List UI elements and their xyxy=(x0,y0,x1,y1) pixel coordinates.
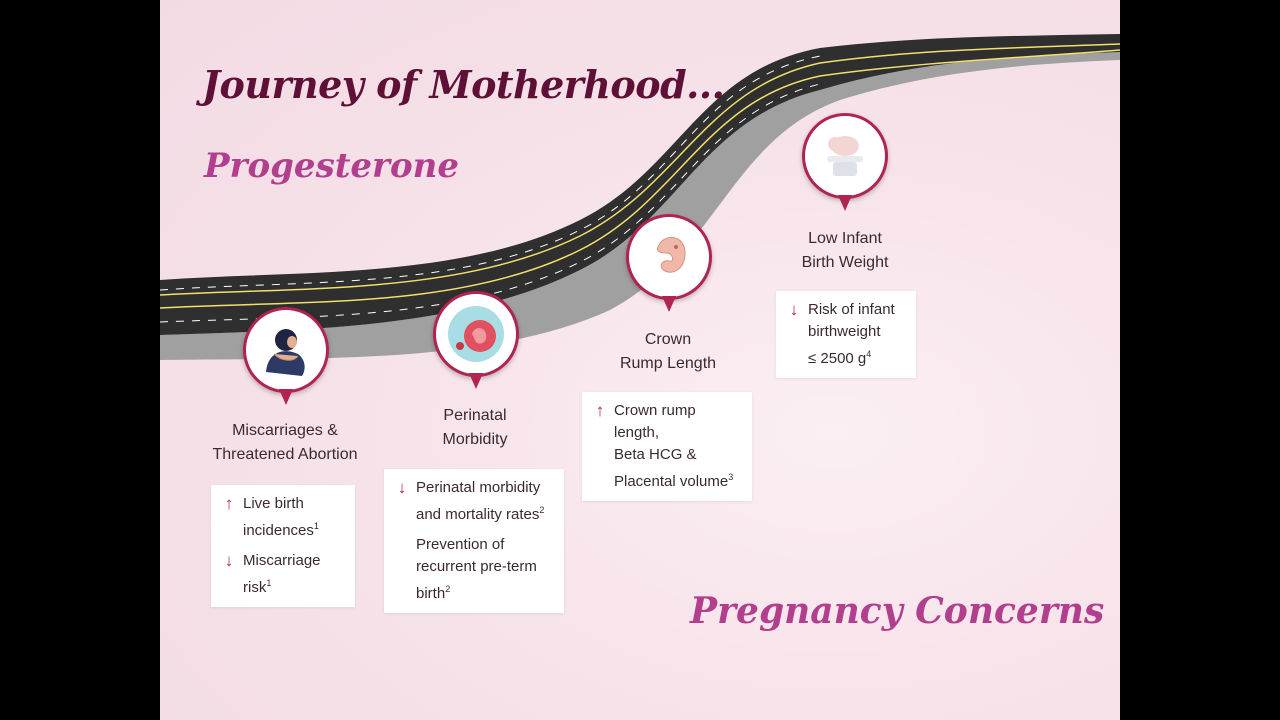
info-text: Prevention of recurrent pre-term birth2 xyxy=(416,536,537,602)
info-text: Perinatal morbidity and mortality rates2 xyxy=(416,479,545,523)
arrow-down-icon: ↓ xyxy=(224,551,234,570)
arrow-up-icon: ↑ xyxy=(224,494,234,513)
label-line: Low Infant xyxy=(808,230,882,247)
label-line: Miscarriages & xyxy=(232,422,338,439)
milestone-pin-perinatal xyxy=(433,291,519,391)
info-box-miscarriage: ↑ Live birth incidences1 ↓ Miscarriage r… xyxy=(211,485,355,607)
slide-title: Journey of Motherhood... xyxy=(202,62,725,107)
milestone-pin-crown-rump xyxy=(626,214,712,314)
slide: Journey of Motherhood... Progesterone Mi… xyxy=(160,0,1120,720)
info-row: ↓ Perinatal morbidity and mortality rate… xyxy=(394,477,554,526)
info-row: ↓ Risk of infant birthweight ≤ 2500 g4 xyxy=(786,299,906,370)
label-line: Perinatal xyxy=(443,407,507,424)
info-row: ↓ Miscarriage risk1 xyxy=(221,550,345,599)
milestone-pin-miscarriage xyxy=(243,307,329,407)
label-line: Crown xyxy=(644,331,692,348)
label-line: Threatened Abortion xyxy=(212,446,358,463)
info-row: Prevention of recurrent pre-term birth2 xyxy=(394,534,554,605)
footer-title: Pregnancy Concerns xyxy=(690,590,1105,632)
info-box-birth-weight: ↓ Risk of infant birthweight ≤ 2500 g4 xyxy=(776,291,916,378)
info-text: Miscarriage risk1 xyxy=(243,552,321,596)
info-text: Crown rump length, Beta HCG & Placental … xyxy=(614,402,734,490)
slide-subtitle: Progesterone xyxy=(204,146,459,186)
label-line: Birth Weight xyxy=(801,254,889,271)
arrow-down-icon: ↓ xyxy=(789,300,799,319)
fetus-in-womb-icon xyxy=(433,291,519,377)
milestone-pin-birth-weight xyxy=(802,113,888,213)
label-line: Morbidity xyxy=(442,431,508,448)
info-box-perinatal: ↓ Perinatal morbidity and mortality rate… xyxy=(384,469,564,613)
arrow-down-icon: ↓ xyxy=(397,478,407,497)
milestone-label-crown-rump: Crown Rump Length xyxy=(608,328,728,376)
info-text: Live birth incidences1 xyxy=(243,495,319,539)
arrow-up-icon: ↑ xyxy=(595,401,605,420)
info-row: ↑ Live birth incidences1 xyxy=(221,493,345,542)
info-box-crown-rump: ↑ Crown rump length, Beta HCG & Placenta… xyxy=(582,392,752,501)
road-illustration xyxy=(160,34,1120,360)
info-text: Risk of infant birthweight ≤ 2500 g4 xyxy=(808,301,895,367)
baby-on-scale-icon xyxy=(802,113,888,199)
milestone-label-perinatal: Perinatal Morbidity xyxy=(410,404,540,452)
milestone-label-birth-weight: Low Infant Birth Weight xyxy=(780,227,910,275)
label-line: Rump Length xyxy=(619,355,717,372)
embryo-icon xyxy=(626,214,712,300)
info-row: ↑ Crown rump length, Beta HCG & Placenta… xyxy=(592,400,742,493)
sad-woman-icon xyxy=(243,307,329,393)
milestone-label-miscarriage: Miscarriages & Threatened Abortion xyxy=(200,419,370,467)
